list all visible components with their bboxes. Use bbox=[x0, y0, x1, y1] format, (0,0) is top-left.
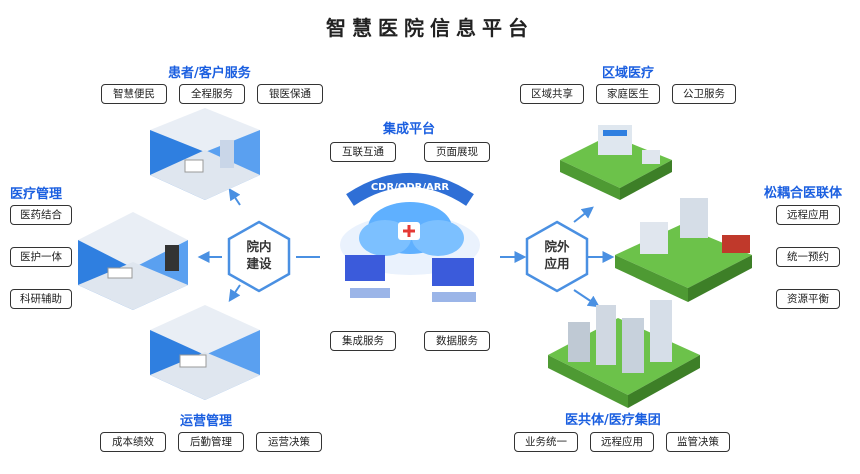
alliance-illustration bbox=[615, 198, 752, 302]
integration-tag-4: 数据服务 bbox=[424, 331, 490, 351]
regional-tag-1: 区域共享 bbox=[520, 84, 584, 104]
regional-illustration bbox=[560, 125, 672, 200]
medical-tag-2: 医护一体 bbox=[10, 247, 72, 267]
medical-heading: 医疗管理 bbox=[10, 187, 63, 202]
room-illustration-medical bbox=[78, 212, 188, 310]
outer-hub-label: 院外 应用 bbox=[530, 238, 584, 272]
integration-tag-3: 集成服务 bbox=[330, 331, 396, 351]
medical-tag-1: 医药结合 bbox=[10, 205, 72, 225]
alliance-heading: 松耦合医联体 bbox=[764, 186, 843, 201]
alliance-tag-2: 统一预约 bbox=[776, 247, 840, 267]
group-tag-1: 业务统一 bbox=[514, 432, 578, 452]
outer-hub-hexagon bbox=[525, 220, 589, 293]
outer-hub-text: 院外 应用 bbox=[544, 239, 570, 271]
group-tag-3: 监管决策 bbox=[666, 432, 730, 452]
group-illustration bbox=[548, 300, 700, 408]
regional-tag-3: 公卫服务 bbox=[672, 84, 736, 104]
inner-hub-text: 院内 建设 bbox=[246, 239, 272, 271]
page-title: 智慧医院信息平台 bbox=[326, 16, 534, 40]
inner-connectors bbox=[197, 188, 615, 308]
room-illustration-patient bbox=[150, 108, 260, 200]
inner-hub-label: 院内 建设 bbox=[232, 238, 286, 272]
patient-heading: 患者/客户服务 bbox=[168, 66, 251, 81]
alliance-tag-3: 资源平衡 bbox=[776, 289, 840, 309]
cloud-label: CDR/ODR/ARR bbox=[371, 182, 450, 193]
group-heading: 医共体/医疗集团 bbox=[565, 413, 661, 428]
integration-tag-1: 互联互通 bbox=[330, 142, 396, 162]
regional-heading: 区域医疗 bbox=[602, 66, 655, 81]
operation-tag-2: 后勤管理 bbox=[178, 432, 244, 452]
regional-tag-2: 家庭医生 bbox=[596, 84, 660, 104]
patient-tag-1: 智慧便民 bbox=[101, 84, 167, 104]
medical-tag-3: 科研辅助 bbox=[10, 289, 72, 309]
integration-cloud-illustration: CDR/ODR/ARR bbox=[340, 173, 480, 302]
alliance-tag-1: 远程应用 bbox=[776, 205, 840, 225]
operation-tag-1: 成本绩效 bbox=[100, 432, 166, 452]
patient-tag-2: 全程服务 bbox=[179, 84, 245, 104]
inner-hub-hexagon bbox=[227, 220, 291, 293]
group-tag-2: 远程应用 bbox=[590, 432, 654, 452]
operation-tag-3: 运营决策 bbox=[256, 432, 322, 452]
operation-heading: 运营管理 bbox=[180, 414, 233, 429]
room-illustration-operation bbox=[150, 305, 260, 400]
patient-tag-3: 银医保通 bbox=[257, 84, 323, 104]
integration-heading: 集成平台 bbox=[383, 122, 436, 137]
integration-tag-2: 页面展现 bbox=[424, 142, 490, 162]
